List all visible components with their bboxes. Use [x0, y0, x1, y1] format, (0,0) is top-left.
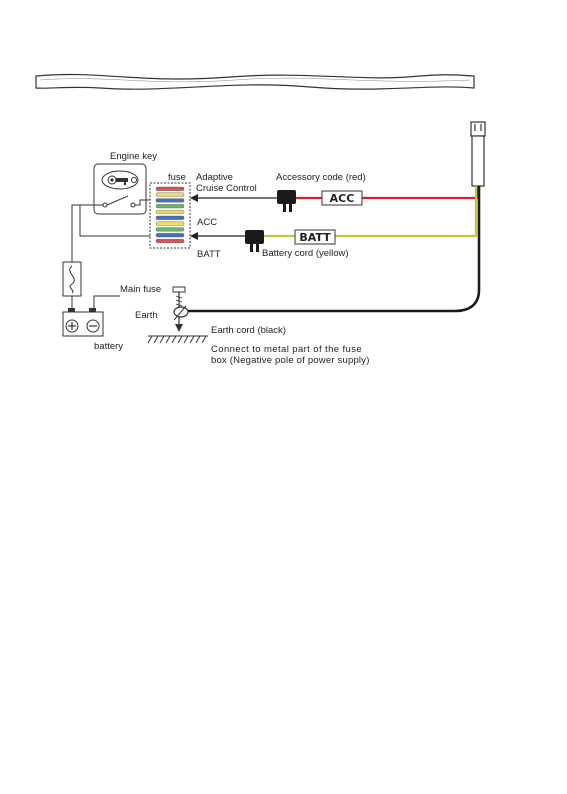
fuse-strip	[156, 210, 184, 214]
fuse-strip	[156, 222, 184, 226]
fuse-strip	[156, 187, 184, 191]
earth-label: Earth	[135, 310, 158, 321]
acc-tag-text: ACC	[330, 192, 355, 205]
ring-terminal-icon	[174, 306, 188, 320]
batt-fusebox-label: BATT	[197, 249, 221, 260]
battery-cord-label: Battery cord (yellow)	[262, 248, 349, 259]
wavy-banner	[36, 74, 474, 89]
fuse-strip	[156, 233, 184, 237]
fuse-strip	[156, 239, 184, 243]
engine-key-label: Engine key	[110, 151, 157, 162]
fuse-label: fuse	[168, 172, 186, 183]
fuse-strip	[156, 199, 184, 203]
battery-label: battery	[94, 341, 123, 352]
fuse-strip	[156, 204, 184, 208]
fuse-strip	[156, 228, 184, 232]
earth-cord-label: Earth cord (black)	[211, 325, 286, 336]
fuse-strip	[156, 216, 184, 220]
connect-note-line1: Connect to metal part of the fuse	[211, 344, 362, 355]
main-fuse-label: Main fuse	[120, 284, 161, 295]
batt-tag-text: BATT	[299, 231, 331, 244]
acc-fusebox-label: ACC	[197, 217, 217, 228]
cruise-control-label: Cruise Control	[196, 183, 257, 194]
circuit-lines	[72, 200, 150, 316]
acc-tag: ACC	[322, 191, 362, 205]
accessory-code-label: Accessory code (red)	[276, 172, 366, 183]
main-fuse-symbol	[63, 262, 81, 296]
batt-tag: BATT	[295, 230, 335, 244]
fuse-strip	[156, 193, 184, 197]
battery-icon	[63, 308, 103, 336]
plug-icon	[471, 122, 485, 186]
engine-key-box	[94, 164, 146, 214]
batt-arrow	[190, 232, 245, 240]
ground-symbol	[148, 336, 208, 343]
connect-note-line2: box (Negative pole of power supply)	[211, 355, 370, 366]
acc-fuse-tap-icon	[277, 190, 296, 212]
adaptive-label: Adaptive	[196, 172, 233, 183]
fuse-box	[150, 183, 190, 248]
acc-arrow	[190, 194, 277, 202]
